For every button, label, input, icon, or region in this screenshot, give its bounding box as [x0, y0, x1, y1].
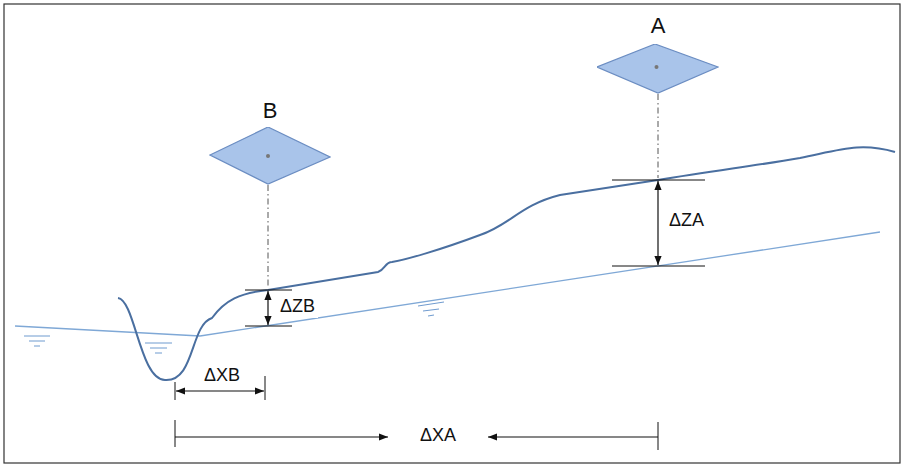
center-dot [266, 154, 270, 158]
dimension-tick [612, 180, 705, 181]
dimension-tick [245, 290, 292, 291]
sensor-diamond: A [597, 13, 719, 94]
dimension-tick [175, 382, 176, 400]
water-symbol-stroke [29, 341, 45, 342]
dimension-tick [612, 266, 705, 267]
dimension-line [488, 436, 658, 437]
center-dot [655, 65, 659, 69]
dimension-tick [265, 376, 266, 400]
diamond-shape [597, 44, 718, 93]
diamond-outline [209, 127, 331, 185]
water-symbol-stroke [428, 315, 434, 316]
projection-line [658, 94, 659, 178]
water-symbol-stroke [150, 348, 167, 349]
projection-line [268, 185, 269, 288]
dimension-tick [658, 422, 659, 450]
dimension-line [267, 291, 268, 325]
dimension-line [657, 181, 658, 265]
water-symbol-stroke [34, 346, 40, 347]
water-surface-line [15, 326, 200, 336]
dimension-label: ΔXA [417, 425, 459, 447]
dimension-label: ΔZB [277, 296, 318, 318]
diamond-shape [210, 127, 330, 184]
water-symbol-stroke [423, 309, 439, 311]
water-symbol-stroke [145, 343, 172, 344]
dimension-tick [175, 420, 176, 447]
diamond-outline [597, 44, 719, 94]
water-symbol [24, 302, 444, 353]
dimension-line [175, 436, 388, 437]
dimension-tick [245, 326, 292, 327]
water-symbol-stroke [418, 302, 444, 306]
dimension-label: ΔZA [666, 210, 707, 232]
terrain-profile [118, 147, 895, 380]
frame-border [4, 4, 900, 463]
point-label: B [209, 98, 331, 123]
dimension-label: ΔXB [201, 365, 243, 387]
water-symbol-stroke [155, 353, 162, 354]
point-label: A [597, 13, 719, 38]
sensor-diamond: B [209, 98, 331, 185]
water-symbol-stroke [24, 336, 50, 337]
dimension-line [176, 390, 264, 391]
